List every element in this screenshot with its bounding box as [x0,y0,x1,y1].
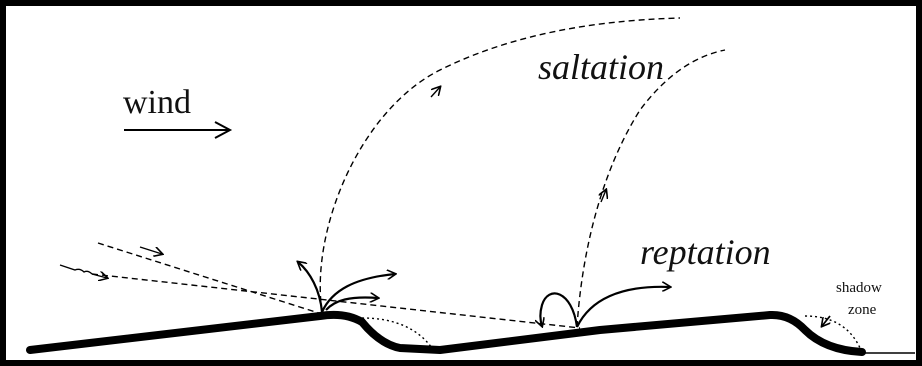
wind-arrow [124,121,233,139]
saltation-trajectory-left [319,17,681,313]
saltation-trajectory-right [576,49,726,328]
reptation-splash-right [541,287,671,327]
ground-surface [26,310,866,356]
wind-label: wind [123,84,191,121]
shadow-zone-outline-right [804,315,861,349]
incoming-grain-trajectories [59,242,581,329]
saltation-label: saltation [538,47,664,87]
shadow-zone-label-line2: zone [848,302,877,318]
shadow-zone-label-line1: shadow [836,280,882,296]
shadow-zone-pointer [822,315,830,326]
reptation-label: reptation [640,232,771,272]
reptation-splash-left [298,262,395,313]
shadow-zone-outline-left [361,317,433,349]
